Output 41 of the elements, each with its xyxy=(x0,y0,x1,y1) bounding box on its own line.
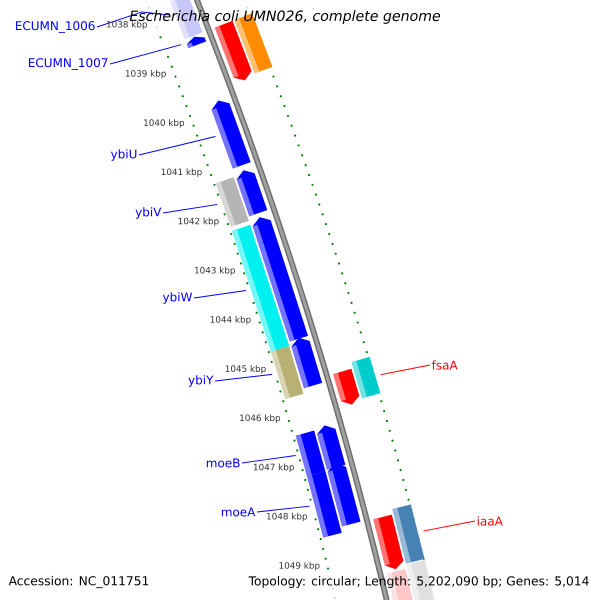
gene-label: ybiV xyxy=(136,207,162,219)
gene-label: iaaA xyxy=(478,516,503,526)
scale-label: 1042 kbp xyxy=(178,218,219,226)
gene-label: fsaA xyxy=(432,360,458,370)
leader-line xyxy=(110,44,182,64)
scale-label: 1044 kbp xyxy=(210,316,251,324)
leader-line xyxy=(162,204,218,214)
gene-label: moeB xyxy=(206,458,240,468)
scale-label: 1046 kbp xyxy=(240,414,280,423)
gene-label: moeA xyxy=(222,508,256,516)
gene-bar xyxy=(236,170,268,216)
scale-label: 1047 kbp xyxy=(254,464,294,472)
gene-bar xyxy=(186,36,206,48)
leader-line xyxy=(214,374,273,382)
gene-bar xyxy=(212,100,251,168)
leader-line xyxy=(138,136,216,156)
gene-bar xyxy=(317,425,346,470)
scale-label: 1038 kbp xyxy=(107,20,148,30)
gene-label: ybiU xyxy=(110,149,136,161)
leader-line xyxy=(380,364,430,376)
scale-label: 1040 kbp xyxy=(144,119,184,128)
leader-line xyxy=(256,506,310,512)
scale-label: 1049 kbp xyxy=(280,562,320,570)
gene-label: ECUMN_1006 xyxy=(16,21,95,33)
scale-label: 1043 kbp xyxy=(195,266,235,276)
scale-label: 1041 kbp xyxy=(162,168,202,177)
leader-line xyxy=(422,520,476,532)
leader-line xyxy=(194,290,246,298)
gene-label: ybiY xyxy=(188,375,214,387)
scale-label: 1048 kbp xyxy=(267,512,308,522)
gene-bar xyxy=(291,338,322,388)
gene-bar xyxy=(373,514,404,570)
scale-label: 1039 kbp xyxy=(126,70,166,78)
gene-label: ybiW xyxy=(162,292,192,304)
scale-label: 1045 kbp xyxy=(226,365,266,374)
gene-label: ECUMN_1007 xyxy=(28,58,108,70)
gene-bar xyxy=(252,217,308,342)
gene-bar xyxy=(333,368,360,405)
leader-line xyxy=(242,455,296,464)
gene-bar xyxy=(328,463,361,526)
footer-text: Accession: NC_011751 xyxy=(8,576,148,588)
